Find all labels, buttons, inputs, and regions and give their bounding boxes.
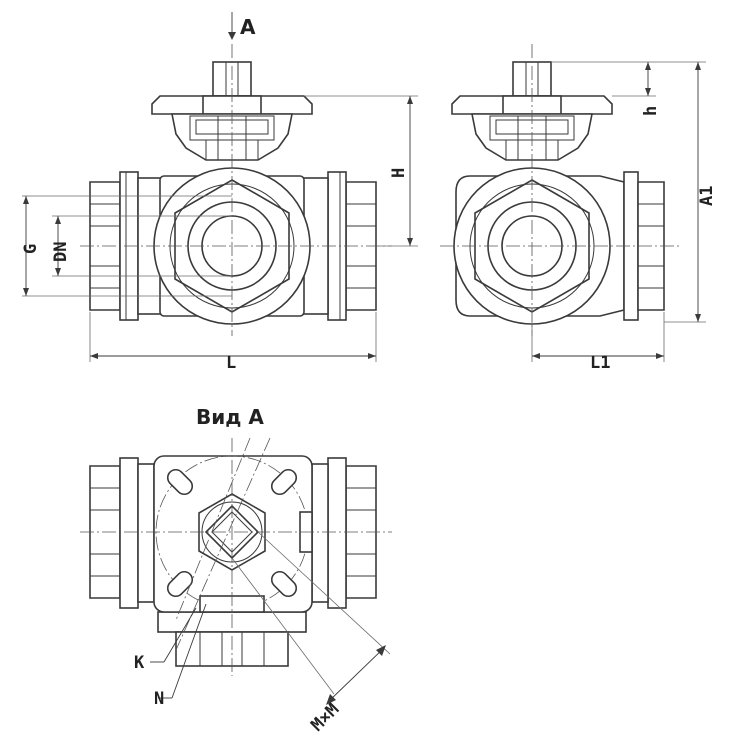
g-label: G [21, 244, 41, 254]
dn-label: DN [51, 242, 71, 262]
n-label: N [154, 689, 164, 709]
top-view: Вид A [80, 405, 392, 736]
view-arrow-label: A [240, 15, 256, 39]
k-label: K [134, 653, 145, 673]
l-label: L [226, 353, 236, 373]
h-label: H [389, 168, 409, 178]
mxm-dimension-line [327, 647, 385, 703]
view-arrow-head [228, 32, 236, 40]
a1-label: A1 [697, 186, 717, 206]
view-a-title: Вид A [196, 405, 264, 429]
l1-label: L1 [590, 353, 610, 373]
h-small-label: h [641, 106, 661, 116]
front-view: A [21, 12, 418, 373]
side-view: h A1 L1 [440, 44, 717, 373]
mxm-label: M×M [307, 700, 343, 736]
